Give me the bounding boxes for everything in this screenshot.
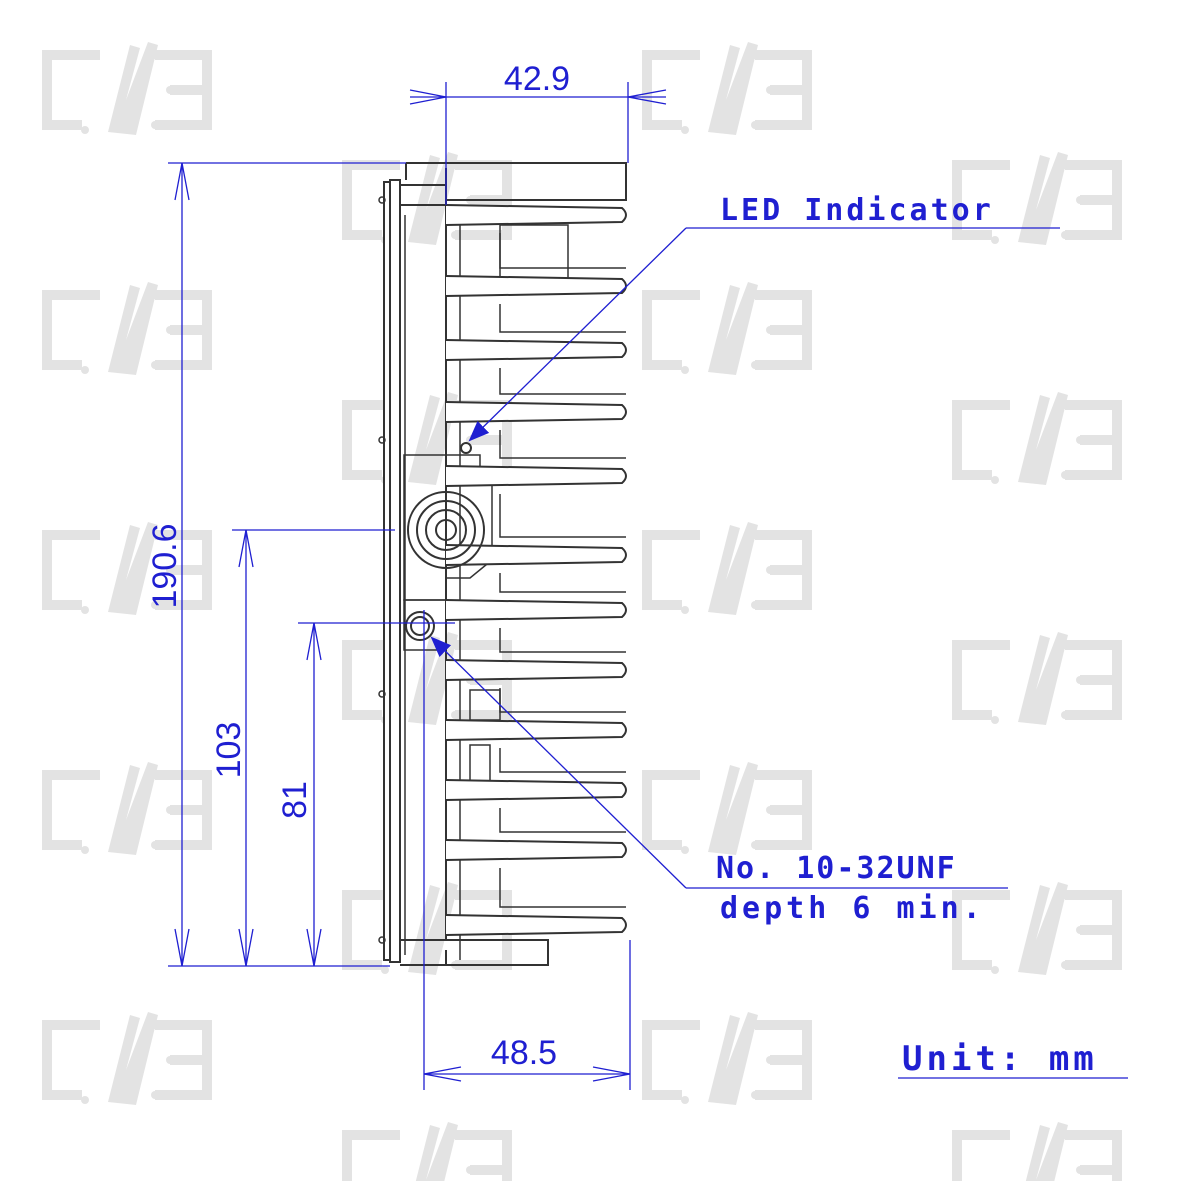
connector-features xyxy=(378,196,485,944)
fin-slot xyxy=(499,494,626,538)
heatsink-fin xyxy=(445,839,627,861)
cne-logo-icon xyxy=(42,282,212,375)
fin-base-edge xyxy=(400,204,446,941)
cne-logo-icon xyxy=(952,1122,1122,1181)
fin-slot xyxy=(499,233,626,269)
heatsink-fin xyxy=(445,544,627,566)
connector-pin xyxy=(435,519,457,541)
cne-logo-icon xyxy=(42,762,212,855)
cne-logo-icon xyxy=(642,282,812,375)
unit-label: Unit: mm xyxy=(902,1039,1098,1079)
threaded-hole-inner xyxy=(410,616,430,636)
fin-slot xyxy=(499,430,626,459)
cne-logo-icon xyxy=(642,42,812,135)
threaded-hole-outer xyxy=(405,611,435,641)
cne-logo-icon xyxy=(642,762,812,855)
heatsink-fin xyxy=(445,659,627,681)
fin-slot xyxy=(499,688,626,713)
cne-logo-icon xyxy=(42,42,212,135)
fin-slot xyxy=(499,808,626,833)
fin-slot xyxy=(499,304,626,333)
fin-slot xyxy=(499,368,626,395)
heatsink-fin xyxy=(445,339,627,361)
dim-thread-height: 81 xyxy=(276,781,314,819)
cne-logo-icon xyxy=(342,1122,512,1181)
dimension-labels: 42.9 48.5 190.6 103 81 xyxy=(146,60,570,1072)
cne-logo-icon xyxy=(642,522,812,615)
connector-middle-ring xyxy=(416,500,476,560)
cne-logo-icon xyxy=(952,392,1122,485)
fin-slot xyxy=(499,628,626,653)
connector-inner-ring xyxy=(425,509,467,551)
heatsink-fin xyxy=(445,719,627,741)
callout-thread-depth: depth 6 min. xyxy=(720,891,985,926)
callout-labels: LED Indicator No. 10-32UNF depth 6 min. … xyxy=(716,193,1098,1079)
heatsink-fin xyxy=(445,275,627,297)
cne-logo-icon xyxy=(642,1012,812,1105)
heatsink-fin xyxy=(445,465,627,487)
fin-slot xyxy=(499,748,626,773)
cne-logo-icon xyxy=(42,522,212,615)
dim-top-width: 42.9 xyxy=(504,60,570,98)
dim-total-height: 190.6 xyxy=(146,523,184,608)
dim-bottom-width: 48.5 xyxy=(491,1034,557,1072)
heatsink-fin xyxy=(445,599,627,621)
heatsink-fins xyxy=(400,204,627,941)
dim-connector-height: 103 xyxy=(210,722,248,779)
heatsink-fin xyxy=(445,914,627,936)
housing-side-view xyxy=(383,162,627,966)
heatsink-fin xyxy=(445,204,627,226)
callout-thread-spec: No. 10-32UNF xyxy=(716,851,957,886)
fin-slot xyxy=(499,573,626,593)
cne-logo-icon xyxy=(342,152,512,245)
cne-logo-icon xyxy=(42,1012,212,1105)
fin-slot xyxy=(499,868,626,908)
heatsink-fin xyxy=(445,779,627,801)
callout-led: LED Indicator xyxy=(720,193,994,228)
dimension-lines xyxy=(168,82,1128,1090)
led-indicator-hole xyxy=(460,442,472,454)
cne-logo-icon xyxy=(952,632,1122,725)
connector-outer-ring xyxy=(407,491,485,569)
heatsink-fin xyxy=(445,401,627,423)
